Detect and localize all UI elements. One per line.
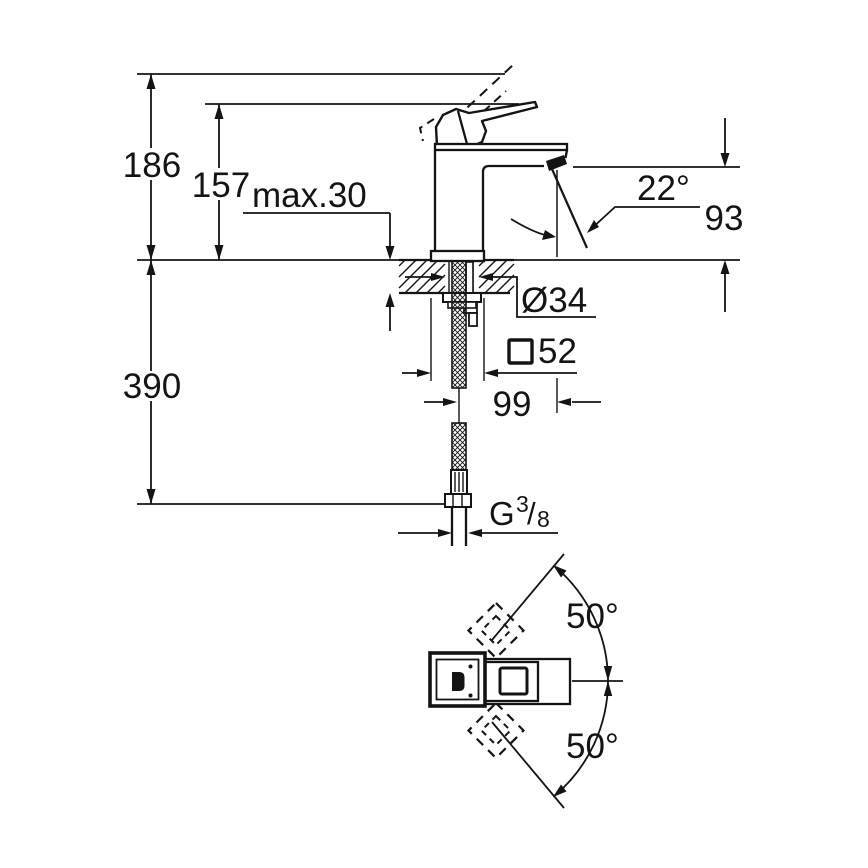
handle-position-lower-inner-dashed [480,714,512,747]
dim-52-label: 52 [538,332,577,371]
screw-dot-top [468,664,473,669]
dim-50deg-upper-label: 50° [566,597,619,636]
handle-edge-line [456,110,469,145]
dim-157-label: 157 [192,166,250,205]
screw-dot-bottom [468,693,473,698]
angle-leader [589,206,700,231]
hatch-pattern [398,259,515,294]
thread-g-label: G [489,495,515,532]
dim-99-label: 99 [493,385,532,424]
square-symbol-icon [507,338,534,365]
dim-g38: G 3 / 8 [398,491,558,537]
dim-93: 93 [705,118,744,312]
swing-arc [553,565,609,797]
dim-186-label: 186 [123,146,181,185]
dim-22deg-label: 22° [637,169,690,208]
handle-position-upper-inner-dashed [480,614,512,647]
dim-50deg-lower-label: 50° [566,727,619,766]
thread-denominator: 8 [537,506,550,532]
spout-face [564,149,569,159]
dim-390-label: 390 [123,367,181,406]
side-view: 186 157 max.30 390 [123,64,744,546]
thread-slash: / [527,496,536,531]
dim-max30-label: max.30 [252,176,367,215]
top-view: 50° 50° [428,553,623,809]
dim-square52: 52 [402,298,577,381]
faucet-body [418,64,569,263]
body-cap [433,142,569,152]
handle-raised-outline-left [418,118,435,142]
thread-numerator: 3 [516,491,529,517]
dim-max30: max.30 [243,176,395,331]
braided-hose-upper [451,260,467,389]
swing-ray-upper [491,553,565,641]
dim-o34-label: Ø34 [521,281,587,320]
dim-186: 186 [123,74,181,260]
swing-ray-lower [491,721,565,809]
hose-tube-end [450,507,468,546]
angle-sweep-arc [510,218,550,237]
rod-bracket-foot [468,312,478,327]
lever-end-marker [452,672,465,691]
base-plate [429,249,486,263]
body-column [433,150,544,251]
braided-hose-lower [451,422,467,473]
dim-93-label: 93 [705,199,744,238]
hose-hex-nut [444,493,472,508]
handle-position-lower-dashed [466,701,526,760]
dim-99: 99 [424,378,601,424]
dim-157: 157 [192,104,250,260]
stream-angle: 22° [510,168,700,257]
handle-raised-dashed [454,64,514,120]
aerator [546,155,567,171]
dim-390: 390 [123,260,181,504]
dim-o34: Ø34 [405,273,596,320]
lever-handle [434,100,539,148]
handle-position-upper-dashed [466,601,526,660]
handle-inner-outline [435,658,480,701]
water-stream-line [550,168,589,249]
spout-opening [498,666,529,696]
